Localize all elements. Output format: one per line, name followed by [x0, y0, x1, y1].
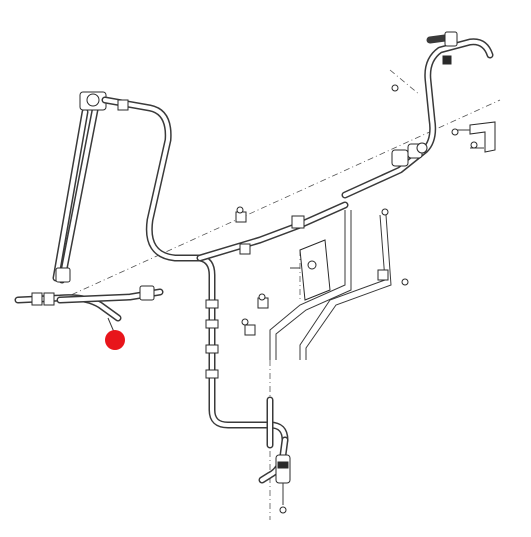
right-upper-hoses	[341, 31, 494, 199]
fuel-sender-unit	[52, 91, 107, 284]
center-mount-bracket	[290, 239, 331, 301]
main-fuel-hose	[101, 96, 289, 444]
marker-leader-line	[107, 317, 115, 333]
fastener-bolts	[236, 84, 478, 326]
callout-marker[interactable]	[105, 330, 125, 350]
center-hose	[196, 201, 349, 262]
secondary-lines	[235, 210, 392, 360]
left-feed-hose	[14, 285, 164, 322]
hose-clamps	[117, 99, 219, 379]
lower-filter-line	[258, 396, 291, 514]
